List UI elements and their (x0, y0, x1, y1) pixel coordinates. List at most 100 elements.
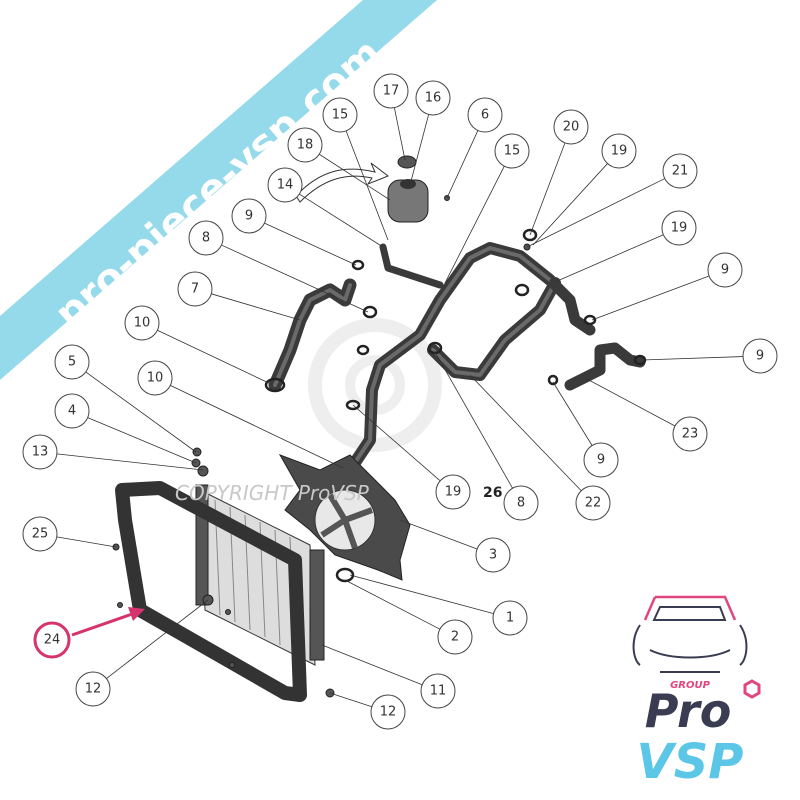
callout-circle (742, 338, 778, 374)
callout-circle (575, 485, 611, 521)
leader-line (584, 377, 676, 427)
callout-number: 8 (517, 496, 525, 511)
callout-number: 22 (585, 496, 602, 511)
callout-12: 12 (75, 671, 111, 707)
callout-25: 25 (22, 516, 58, 552)
leader-line (329, 692, 372, 708)
callout-number: 9 (721, 263, 729, 278)
callout-circle (75, 671, 111, 707)
logo-group-text: GROUP (670, 680, 711, 691)
callout-20: 20 (553, 109, 589, 145)
callout-2: 2 (437, 619, 473, 655)
leader-line (399, 519, 478, 550)
leader-line (409, 114, 430, 186)
callout-9: 9 (742, 338, 778, 374)
leader-line (157, 329, 274, 386)
leader-line (321, 644, 423, 686)
provsp-logo: GROUP Pro VSP (632, 595, 761, 790)
callout-15: 15 (494, 133, 530, 169)
leader-line (345, 130, 389, 241)
callout-number: 19 (611, 144, 628, 159)
callout-24: 24 (33, 621, 71, 659)
callout-14: 14 (267, 167, 303, 203)
callout-number: 19 (671, 221, 688, 236)
leader-line (349, 574, 494, 614)
callout-circle (437, 619, 473, 655)
leader-line (591, 275, 710, 321)
callout-15: 15 (322, 97, 358, 133)
leader-line (87, 417, 197, 464)
callout-9: 9 (583, 442, 619, 478)
callout-circle (467, 97, 503, 133)
callout-circle (287, 127, 323, 163)
callout-19: 19 (435, 474, 471, 510)
leader-line (393, 107, 406, 161)
callout-circle (370, 694, 406, 730)
leader-line (526, 178, 665, 248)
callout-circle (420, 673, 456, 709)
callout-circle (54, 344, 90, 380)
callout-number: 24 (44, 633, 61, 648)
callout-circle (415, 80, 451, 116)
leader-line (319, 153, 391, 201)
callout-circle (494, 133, 530, 169)
leader-line (552, 381, 593, 446)
callout-circle (124, 305, 160, 341)
leader-line (299, 193, 384, 248)
leader-line (170, 384, 344, 469)
callout-13: 13 (22, 434, 58, 470)
leader-line (264, 222, 357, 266)
callout-8: 8 (503, 485, 539, 521)
callout-number: 5 (68, 355, 76, 370)
leader-line (529, 142, 566, 236)
callout-number: 8 (202, 231, 210, 246)
callout-number: 2 (451, 630, 459, 645)
callout-circle (177, 271, 213, 307)
callout-number: 1 (506, 611, 514, 626)
callout-circle (373, 73, 409, 109)
callout-number: 11 (430, 684, 447, 699)
callout-circle (553, 109, 589, 145)
leader-line (444, 165, 505, 284)
leader-line (532, 163, 608, 246)
leader-lines (56, 107, 744, 708)
callout-number: 21 (672, 164, 689, 179)
callout-number: 17 (383, 84, 400, 99)
callout-number: 6 (481, 108, 489, 123)
callout-9: 9 (707, 252, 743, 288)
callout-label-26: 26 (483, 485, 502, 501)
leader-line (446, 130, 479, 199)
callout-number: 23 (682, 427, 699, 442)
callout-16: 16 (415, 80, 451, 116)
callout-number: 9 (756, 349, 764, 364)
callout-circle (267, 167, 303, 203)
callout-circle (672, 416, 708, 452)
callout-17: 17 (373, 73, 409, 109)
leader-line (344, 579, 441, 630)
leader-line (56, 453, 204, 471)
leader-line (85, 371, 197, 453)
callout-number: 15 (332, 108, 349, 123)
callout-19: 19 (601, 133, 637, 169)
highlight-arrow-24 (71, 607, 145, 637)
callout-number: 15 (504, 144, 521, 159)
leader-line (106, 599, 209, 679)
callout-19: 19 (661, 210, 697, 246)
callout-number: 4 (68, 404, 76, 419)
callout-circle (475, 537, 511, 573)
callout-circle (435, 474, 471, 510)
callout-number: 25 (32, 527, 49, 542)
logo-pro-text: Pro (645, 684, 732, 738)
callout-number: 7 (191, 282, 199, 297)
callout-number: 16 (425, 91, 442, 106)
callout-1: 1 (492, 600, 528, 636)
leader-line (221, 244, 369, 313)
callout-circle (33, 621, 71, 659)
leader-line (469, 374, 582, 492)
callout-circle (231, 198, 267, 234)
copyright-watermark: COPYRIGHT ProVSP (175, 481, 370, 505)
logo-vsp-text: VSP (637, 734, 744, 790)
callout-21: 21 (662, 153, 698, 189)
